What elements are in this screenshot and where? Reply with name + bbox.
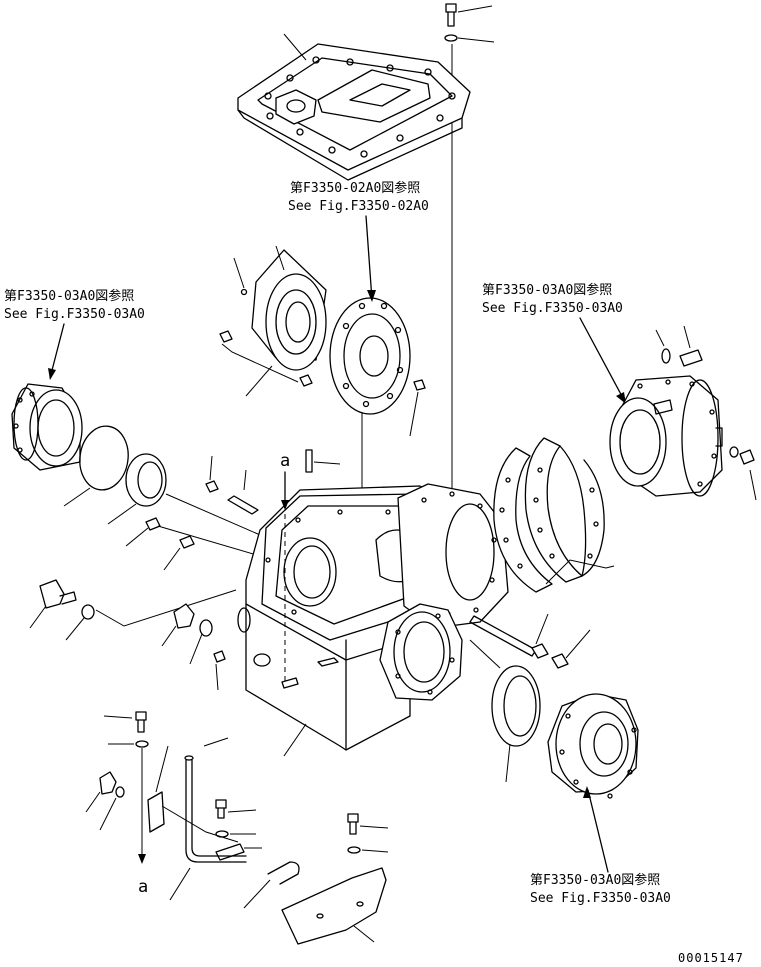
shim-ring bbox=[524, 437, 615, 585]
ref-right-en: See Fig.F3350-03A0 bbox=[482, 301, 623, 316]
ref-bottom-right-en: See Fig.F3350-03A0 bbox=[530, 891, 671, 906]
ref-bottom-right-jp: 第F3350-03A0図参照 bbox=[530, 872, 660, 888]
left-drain-plug bbox=[29, 579, 237, 641]
case-front-flange bbox=[379, 603, 463, 701]
ref-right: 第F3350-03A0図参照 See Fig.F3350-03A0 bbox=[482, 282, 626, 404]
top-washer bbox=[444, 34, 495, 43]
bracket-plate bbox=[147, 745, 239, 843]
guard-bolt bbox=[347, 813, 389, 854]
right-bearing-race bbox=[469, 639, 541, 783]
case-side-flange bbox=[397, 483, 509, 629]
marker-bottom-a-label: a bbox=[138, 877, 148, 897]
left-plug-1 bbox=[125, 517, 261, 557]
top-cover-plate bbox=[237, 33, 471, 181]
ref-bottom-right: 第F3350-03A0図参照 See Fig.F3350-03A0 bbox=[530, 786, 671, 906]
ref-left: 第F3350-03A0図参照 See Fig.F3350-03A0 bbox=[4, 288, 145, 380]
clutch-housing bbox=[219, 245, 327, 397]
gasket-large bbox=[493, 447, 553, 593]
ref-right-jp: 第F3350-03A0図参照 bbox=[482, 282, 612, 298]
right-bottom-housing bbox=[547, 693, 639, 799]
right-bolt-washer bbox=[655, 325, 703, 367]
marker-bottom-a: a bbox=[138, 877, 148, 897]
left-plug-2 bbox=[163, 535, 195, 571]
ref-left-jp: 第F3350-03A0図参照 bbox=[4, 288, 134, 304]
guard-plate bbox=[281, 867, 387, 945]
top-bolt bbox=[445, 3, 493, 27]
oil-pipe bbox=[169, 737, 247, 901]
left-o-ring bbox=[63, 425, 129, 507]
marker-top-a-label: a bbox=[280, 451, 290, 471]
right-output-housing bbox=[609, 375, 723, 497]
pin-and-bolt bbox=[205, 449, 341, 515]
drawing-number: 00015147 bbox=[678, 951, 744, 965]
ref-left-en: See Fig.F3350-03A0 bbox=[4, 307, 145, 322]
marker-top-a: a bbox=[280, 451, 290, 684]
ref-top-center-jp: 第F3350-02A0図参照 bbox=[290, 180, 420, 196]
bearing-carrier bbox=[329, 297, 426, 590]
long-bolt bbox=[469, 613, 591, 669]
right-plug bbox=[729, 446, 757, 501]
u-hose-clamp bbox=[243, 861, 300, 909]
bracket-bolt bbox=[103, 711, 149, 864]
left-output-housing bbox=[11, 383, 83, 471]
left-fitting bbox=[161, 603, 226, 691]
ref-top-center: 第F3350-02A0図参照 See Fig.F3350-02A0 bbox=[288, 180, 429, 302]
ref-top-center-en: See Fig.F3350-02A0 bbox=[288, 199, 429, 214]
left-fitting-lower bbox=[85, 771, 125, 831]
pipe-bolts-and-washers bbox=[215, 799, 262, 861]
